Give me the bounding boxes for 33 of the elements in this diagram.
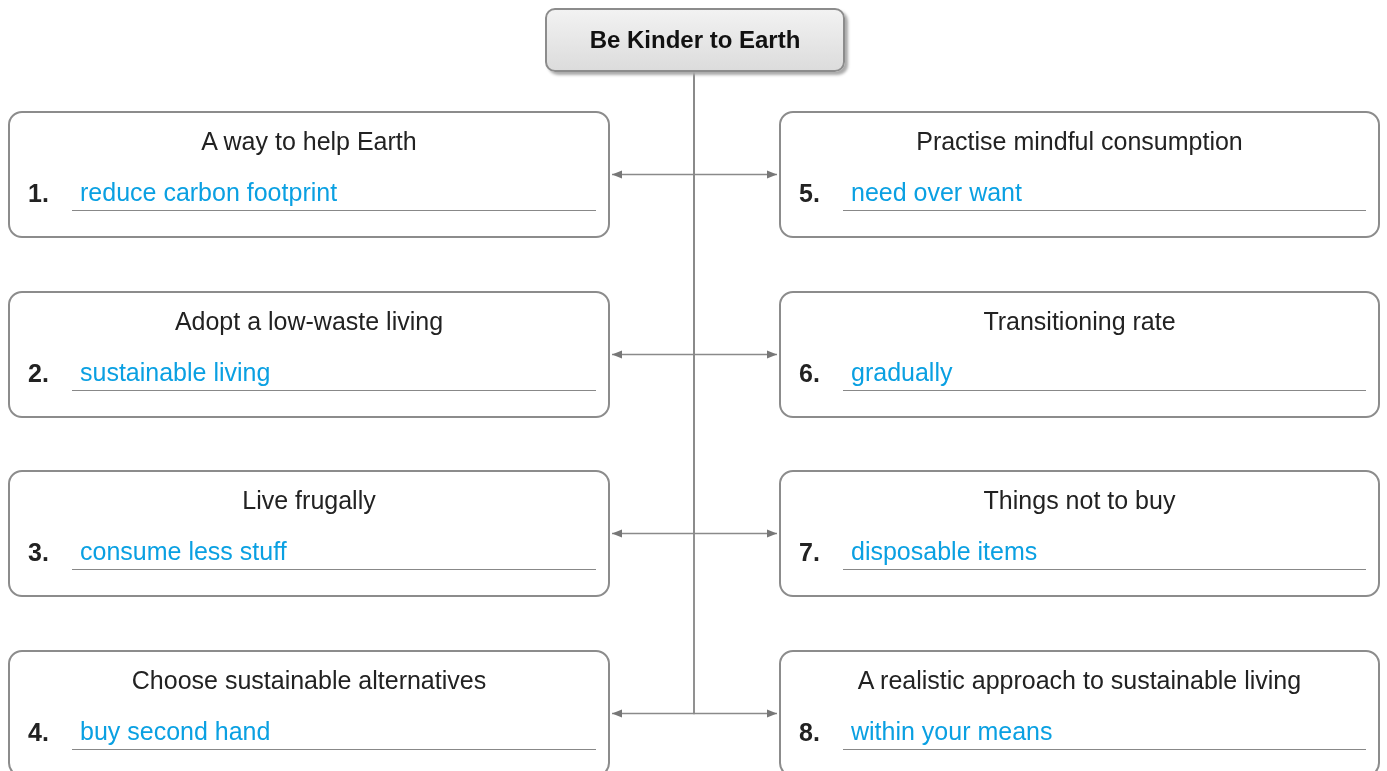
- question-number: 5.: [799, 179, 820, 208]
- question-card: [779, 111, 1380, 238]
- card-heading: Choose sustainable alternatives: [130, 666, 488, 695]
- answer-text: within your means: [851, 717, 1053, 746]
- question-number: 2.: [28, 359, 49, 388]
- answer-text: need over want: [851, 178, 1022, 207]
- question-card: [779, 470, 1380, 597]
- question-card: [8, 650, 610, 771]
- question-card: [779, 650, 1380, 771]
- title-box: Be Kinder to Earth: [545, 8, 845, 72]
- question-number: 8.: [799, 718, 820, 747]
- question-card: [8, 291, 610, 418]
- card-heading: A realistic approach to sustainable living: [856, 666, 1303, 695]
- question-number: 6.: [799, 359, 820, 388]
- answer-text: buy second hand: [80, 717, 271, 746]
- question-number: 3.: [28, 538, 49, 567]
- card-heading: Live frugally: [241, 486, 377, 515]
- question-number: 7.: [799, 538, 820, 567]
- card-heading: Adopt a low-waste living: [173, 307, 445, 336]
- answer-text: sustainable living: [80, 358, 271, 387]
- question-card: [779, 291, 1380, 418]
- answer-text: consume less stuff: [80, 537, 287, 566]
- answer-text: disposable items: [851, 537, 1038, 566]
- question-card: [8, 111, 610, 238]
- card-heading: Things not to buy: [982, 486, 1177, 515]
- question-number: 1.: [28, 179, 49, 208]
- card-heading: Transitioning rate: [982, 307, 1177, 336]
- answer-text: reduce carbon footprint: [80, 178, 338, 207]
- question-number: 4.: [28, 718, 49, 747]
- card-heading: Practise mindful consumption: [915, 127, 1244, 156]
- answer-text: gradually: [851, 358, 953, 387]
- card-heading: A way to help Earth: [200, 127, 418, 156]
- question-card: [8, 470, 610, 597]
